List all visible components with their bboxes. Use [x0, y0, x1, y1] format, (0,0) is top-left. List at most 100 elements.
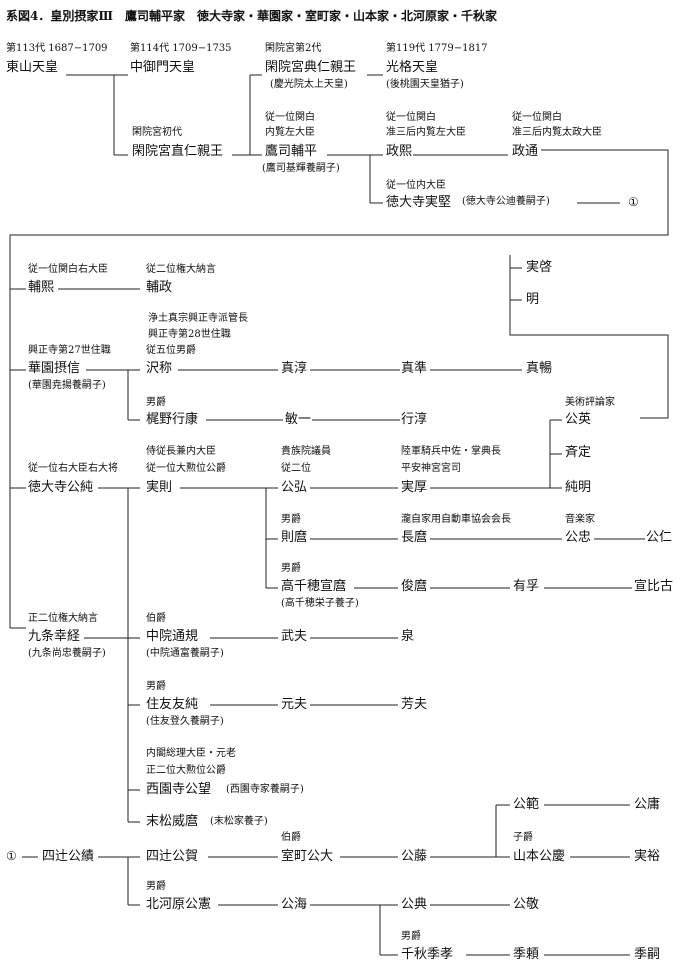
saionji-name: 西園寺公望	[146, 782, 212, 797]
nakamikado-note: 第114代 1709−1735	[130, 43, 232, 54]
sanekata-note: 従一位内大臣	[386, 180, 446, 191]
takusho-note2: 興正寺第28世住職	[148, 329, 231, 340]
masahiro-note1: 従一位関白	[386, 112, 436, 123]
nakamikado-name: 中御門天皇	[130, 60, 196, 75]
saneatsu-note1: 陸軍騎兵中佐・掌典長	[401, 446, 501, 457]
kimihiro-note2: 従二位	[281, 463, 311, 474]
izumi-name: 泉	[401, 629, 415, 644]
line-masamichi-connector	[9, 149, 669, 628]
nakanoin-sub: (中院通富養嗣子)	[146, 648, 224, 659]
kimifuji-name: 公藤	[401, 849, 428, 864]
arizane-name: 有孚	[513, 579, 540, 594]
kiminori3-name: 公典	[401, 897, 428, 912]
sanehiro-name: 実啓	[526, 260, 553, 275]
nakanoin-name: 中院通規	[146, 629, 199, 644]
kokaku-name: 光格天皇	[386, 60, 439, 75]
kimitsune-name: 公庸	[634, 797, 661, 812]
takachiho-note: 男爵	[281, 563, 301, 574]
sumitomo-name: 住友友純	[146, 697, 199, 712]
kiminori2-name: 公範	[513, 797, 540, 812]
takachiho-name: 高千穂宣麿	[281, 579, 347, 594]
kajino-note: 男爵	[146, 397, 166, 408]
kitagawara-note: 男爵	[146, 881, 166, 892]
sukehito-note: 閑院宮第2代	[265, 43, 322, 54]
suenori-name: 季頼	[513, 947, 540, 962]
sukehito-sub: (慶光院太上天皇)	[270, 79, 348, 90]
naohito-name: 閑院宮直仁親王	[132, 144, 224, 159]
shinjun-name: 真淳	[281, 361, 308, 376]
akira-name: 明	[526, 292, 540, 307]
shijo-kimiyoshi-name: 四辻公賀	[146, 849, 199, 864]
gyojun-name: 行淳	[401, 412, 428, 427]
norimaro-name: 則麿	[281, 530, 308, 545]
naohito-note: 閑院宮初代	[132, 127, 182, 138]
sumitomo-sub: (住友登久養嗣子)	[146, 716, 224, 727]
circle-ref-1: ①	[628, 195, 639, 209]
sukehito-name: 閑院宮典仁親王	[265, 60, 357, 75]
kujo-note: 正二位権大納言	[28, 613, 98, 624]
sukemasa-note: 従二位権大納言	[146, 264, 216, 275]
sanekata-sub: (徳大寺公迪養嗣子)	[462, 196, 550, 207]
sukehira-note2: 内覧左大臣	[265, 127, 315, 138]
suetsugu-name: 季嗣	[634, 947, 661, 962]
masahiro-note2: 准三后内覧左大臣	[386, 127, 466, 138]
saneatsu-note2: 平安神宮宮司	[401, 463, 461, 474]
muromachi-name: 室町公大	[281, 849, 334, 864]
kitagawara-name: 北河原公憲	[146, 897, 212, 912]
sukehira-sub: (鷹司基輝養嗣子)	[262, 163, 340, 174]
nagamaro-note: 瀧自家用自動車協会会長	[401, 514, 511, 525]
kimihito-name: 公仁	[646, 530, 673, 545]
kimitada-note: 音楽家	[565, 514, 595, 525]
shinshin-sub: (華園尭揚養嗣子)	[28, 380, 106, 391]
kimihiro-note1: 貴族院議員	[281, 446, 331, 457]
kimiumi-name: 公海	[281, 897, 308, 912]
senshu-note: 男爵	[401, 931, 421, 942]
sukehira-name: 鷹司輔平	[265, 144, 318, 159]
kimihiro-name: 公弘	[281, 480, 308, 495]
yoshio-name: 芳夫	[401, 697, 428, 712]
narisada-name: 斉定	[565, 445, 592, 460]
diagram-title: 系図4．皇別摂家Ⅲ 鷹司輔平家 徳大寺家・華園家・室町家・山本家・北河原家・千秋…	[6, 9, 497, 23]
suematsu-sub: (末松家養子)	[210, 816, 268, 827]
shinshin-name: 華園摂信	[28, 361, 81, 376]
muromachi-note: 伯爵	[281, 832, 301, 843]
kiminori-name: 徳大寺公純	[28, 480, 94, 495]
masamichi-note1: 従一位関白	[512, 112, 562, 123]
junmei-name: 純明	[565, 480, 592, 495]
shinshin-note: 興正寺第27世住職	[28, 345, 111, 356]
higashiyama-name: 東山天皇	[6, 60, 59, 75]
yamamoto-note: 子爵	[513, 832, 533, 843]
sumitomo-note: 男爵	[146, 681, 166, 692]
higashiyama-note: 第113代 1687−1709	[6, 43, 108, 54]
binichi-name: 敏一	[285, 412, 312, 427]
sukehiro-note: 従一位関白右大臣	[28, 264, 108, 275]
kokaku-note: 第119代 1779−1817	[386, 43, 488, 54]
saionji-sub: (西園寺家養嗣子)	[226, 784, 304, 795]
takusho-note1: 浄土真宗興正寺派管長	[148, 313, 248, 324]
saionji-note2: 正二位大勲位公爵	[146, 765, 226, 776]
kiminori-note: 従一位右大臣右大将	[28, 463, 118, 474]
norihiko-name: 宣比古	[634, 579, 674, 594]
senshu-name: 千秋季孝	[401, 947, 454, 962]
masahiro-name: 政熙	[386, 144, 413, 159]
sanetsune-note2: 従一位大勲位公爵	[146, 463, 226, 474]
takusho-name: 沢称	[146, 361, 173, 376]
yamamoto-name: 山本公慶	[513, 849, 566, 864]
sukemasa-name: 輔政	[146, 280, 173, 295]
kimifusa-name: 公英	[565, 412, 592, 427]
shijo-name: 四辻公績	[42, 849, 95, 864]
takeo-name: 武夫	[281, 629, 308, 644]
kajino-name: 梶野行康	[146, 412, 199, 427]
toshimaro-name: 俊麿	[401, 579, 428, 594]
kokaku-sub: (後桃園天皇猶子)	[386, 79, 464, 90]
nagamaro-name: 長麿	[401, 530, 428, 545]
shincho-name: 真暢	[526, 361, 553, 376]
sanetsune-name: 実則	[146, 480, 173, 495]
sukehira-note1: 従一位関白	[265, 112, 315, 123]
line-akira-loop	[509, 255, 669, 419]
circle-ref-2: ①	[6, 849, 17, 863]
saneyasu-name: 実裕	[634, 849, 661, 864]
suematsu-name: 末松威麿	[146, 814, 199, 829]
